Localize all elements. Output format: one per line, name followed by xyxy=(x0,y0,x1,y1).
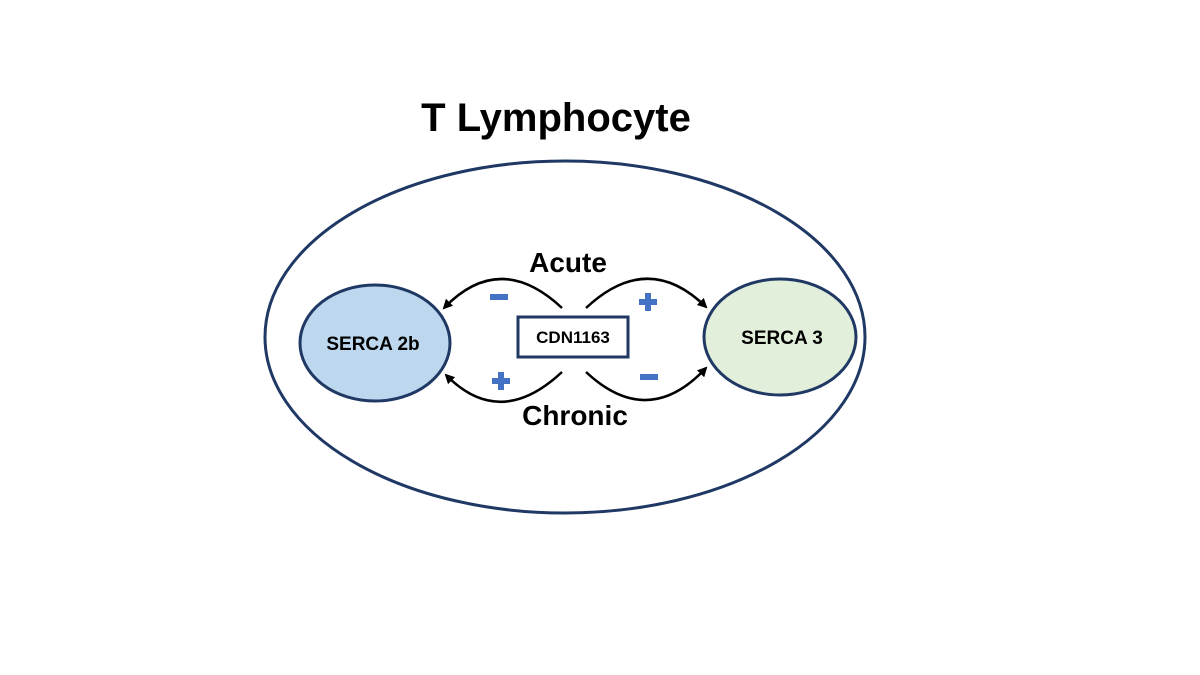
acute-label: Acute xyxy=(529,247,607,278)
acute-serca-3-plus-icon xyxy=(639,293,657,311)
sign-bar-horizontal xyxy=(490,294,508,300)
serca-3-label: SERCA 3 xyxy=(741,328,823,349)
chronic-serca-2b-plus-icon xyxy=(492,372,510,390)
chronic-serca-3-minus-icon xyxy=(640,374,658,380)
chronic-arrow-to-serca-2b xyxy=(444,371,563,403)
serca-3-node xyxy=(702,277,858,397)
chronic-label: Chronic xyxy=(522,400,628,431)
cell-membrane xyxy=(263,159,867,515)
sign-bar-horizontal xyxy=(640,374,658,380)
sign-bar-vertical xyxy=(498,372,504,390)
cdn1163-label: CDN1163 xyxy=(536,328,610,347)
cdn1163-box xyxy=(516,315,630,359)
acute-arrow-to-serca-3 xyxy=(585,277,708,309)
sign-bar-vertical xyxy=(645,293,651,311)
serca-2b-label: SERCA 2b xyxy=(326,334,419,355)
serca-2b-node xyxy=(298,283,452,403)
acute-serca-2b-minus-icon xyxy=(490,294,508,300)
chronic-arrow-to-serca-3 xyxy=(585,366,708,402)
acute-arrow-to-serca-2b xyxy=(442,277,563,310)
diagram-title: T Lymphocyte xyxy=(421,96,691,140)
